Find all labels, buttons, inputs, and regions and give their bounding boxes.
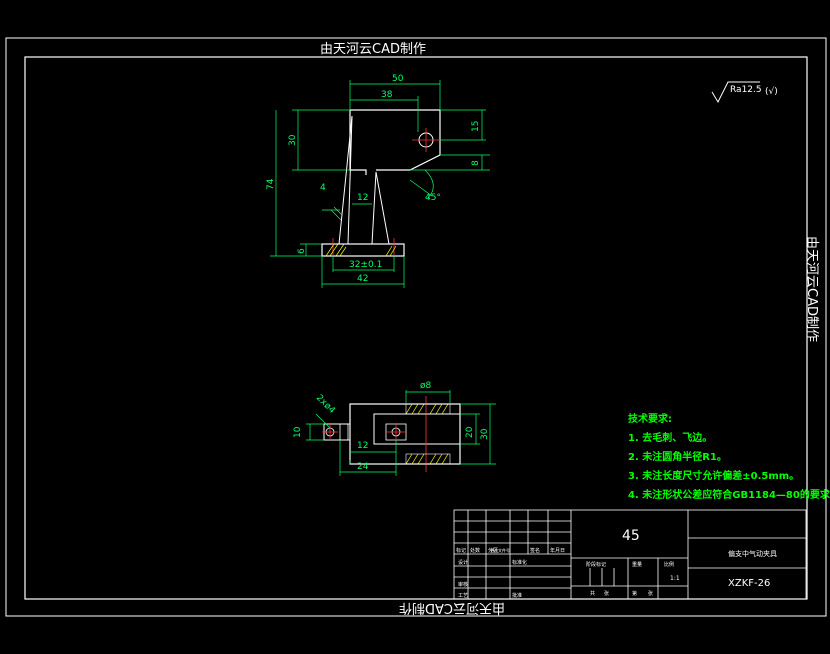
dim-42: 42 [357, 274, 368, 284]
tb-label-fenqu: 分区 [488, 547, 498, 554]
dim-6: 6 [297, 248, 307, 254]
technical-notes: 技术要求: 1. 去毛刺、飞边。 2. 未注圆角半径R1。 3. 未注长度尺寸允… [628, 410, 830, 505]
dim-4: 4 [320, 183, 326, 193]
tb-label-nianyueri: 年月日 [550, 547, 565, 554]
tb-label-sheji: 设计 [458, 559, 468, 566]
dim-30: 30 [288, 134, 298, 146]
tb-label-gong: 共 [590, 590, 595, 597]
outer-frame [5, 37, 827, 617]
watermark-top: 由天河云CAD制作 [320, 42, 426, 57]
title-block [453, 509, 807, 600]
tb-label-zhang2: 张 [648, 590, 653, 597]
roughness-value: Ra12.5 [730, 85, 762, 95]
note-item-1: 1. 去毛刺、飞边。 [628, 433, 713, 444]
watermark-right: 由天河云CAD制作 [804, 236, 819, 342]
tb-scale: 1:1 [670, 575, 680, 582]
tb-label-di: 第 [632, 590, 637, 597]
roughness-paren: (√) [765, 86, 778, 97]
dim-38: 38 [381, 90, 393, 100]
dim-30b: 30 [480, 428, 490, 440]
tb-part-name: 偏支中气动夹具 [728, 549, 777, 558]
notes-heading: 技术要求: [628, 414, 672, 425]
tb-label-shenhe: 审核 [458, 581, 468, 588]
tb-material: 45 [622, 528, 640, 544]
dim-10: 10 [293, 426, 303, 438]
note-item-3: 3. 未注长度尺寸允许偏差±0.5mm。 [628, 471, 800, 482]
tb-drawing-no: XZKF-26 [728, 578, 770, 589]
tb-label-biaoji: 标记 [456, 547, 466, 554]
dim-20: 20 [465, 426, 475, 438]
tb-label-qianming: 签名 [530, 547, 540, 554]
note-item-2: 2. 未注圆角半径R1。 [628, 452, 727, 463]
tb-label-gongyi: 工艺 [458, 593, 468, 599]
dim-74: 74 [266, 178, 276, 190]
tb-label-genggai: 更改文件号 [490, 547, 510, 553]
dim-24: 24 [357, 462, 369, 472]
inner-frame [24, 56, 808, 600]
dim-12: 12 [357, 193, 368, 203]
dim-45deg: 45° [425, 193, 441, 203]
tb-label-jieduan: 阶段标记 [586, 561, 606, 568]
front-view: 50 38 30 15 8 74 4 12 45° 6 32±0.1 42 [266, 74, 490, 288]
tb-label-bili: 比例 [664, 561, 674, 568]
tb-label-biaozhunhua: 标准化 [512, 559, 527, 566]
note-item-4: 4. 未注形状公差应符合GB1184—80的要求。 [628, 490, 830, 501]
dim-15: 15 [471, 121, 481, 132]
tb-label-chushu: 处数 [470, 547, 480, 554]
tb-label-zhang1: 张 [604, 590, 609, 597]
roughness-symbol: Ra12.5 (√) [711, 81, 778, 104]
title-block-labels: 标记 处数 分区 更改文件号 签名 年月日 设计 标准化 阶段标记 重量 比例 … [456, 528, 777, 599]
watermark-bottom: 由天河云CAD制作 [399, 600, 505, 615]
dim-50: 50 [392, 74, 404, 84]
dim-12b: 12 [357, 441, 368, 451]
tb-label-zhongliang: 重量 [632, 561, 642, 568]
dim-phi8: ø8 [420, 381, 432, 391]
dim-2xphi4: 2xø4 [314, 393, 337, 416]
bottom-view: ø8 2xø4 10 12 24 20 30 [293, 381, 496, 476]
dim-8: 8 [471, 160, 481, 166]
dim-32: 32±0.1 [349, 260, 382, 270]
tb-label-pizhun: 批准 [512, 592, 522, 599]
